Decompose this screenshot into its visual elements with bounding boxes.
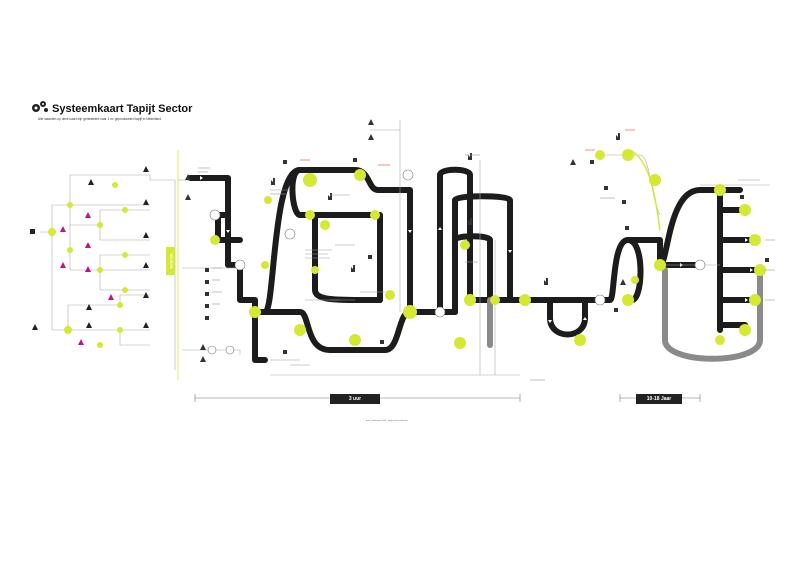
raw-material-tree — [40, 174, 176, 370]
time-label-long: 10-18 Jaar — [636, 394, 682, 404]
process-nodes — [210, 149, 766, 349]
magenta-process-icons — [60, 212, 114, 345]
footnote: bron · onderzoek 2009 · tapijt sector ne… — [366, 420, 408, 422]
factory-icons-left — [30, 166, 149, 330]
grey-track — [487, 267, 763, 362]
track-arrows — [200, 176, 753, 323]
gear-icon — [32, 101, 48, 112]
connector-lines — [178, 120, 770, 376]
junction-icons — [207, 169, 706, 355]
lime-connector — [629, 149, 661, 231]
usage-side-tab: Gebruik — [166, 247, 175, 275]
tiny-label-lines — [198, 154, 775, 381]
time-label-short: 3 uur — [330, 394, 380, 404]
small-facility-icons — [185, 119, 769, 362]
page-title: Systeemkaart Tapijt Sector — [52, 103, 193, 115]
red-value-labels — [300, 129, 635, 166]
time-axis — [194, 394, 701, 402]
raw-material-nodes — [48, 182, 128, 348]
page-subtitle: Alle waarden op deze kaart zijn gerelate… — [38, 117, 161, 121]
